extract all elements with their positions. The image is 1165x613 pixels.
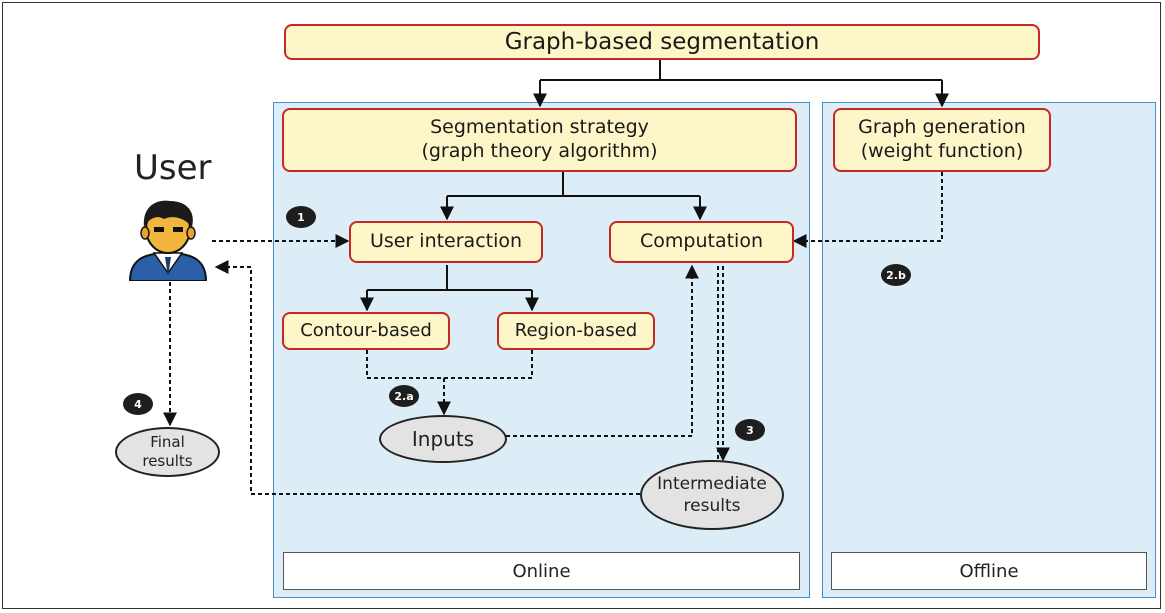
offline-panel xyxy=(822,102,1156,598)
dash-intermediate-to-user xyxy=(214,260,640,495)
contour-based-box: Contour-based xyxy=(282,312,450,350)
step-badge-1: 1 xyxy=(286,206,316,228)
step-badge-4: 4 xyxy=(123,393,153,415)
segmentation-strategy-box: Segmentation strategy (graph theory algo… xyxy=(282,108,797,172)
region-based-box: Region-based xyxy=(497,312,655,350)
inputs-ellipse: Inputs xyxy=(379,415,507,463)
offline-label: Offline xyxy=(831,552,1147,590)
step-badge-2a: 2.a xyxy=(389,385,419,407)
user-label: User xyxy=(134,148,212,188)
computation-box: Computation xyxy=(609,221,794,263)
intermediate-results-ellipse: Intermediate results xyxy=(640,460,784,530)
user-interaction-box: User interaction xyxy=(349,221,543,263)
dash-contour-down xyxy=(366,350,533,379)
final-results-ellipse: Final results xyxy=(115,427,220,477)
step-badge-3: 3 xyxy=(735,419,765,441)
dash-generation-to-computation xyxy=(792,172,943,248)
dash-inputs-to-computation xyxy=(506,264,699,437)
graph-generation-box: Graph generation (weight function) xyxy=(833,108,1051,172)
title-box: Graph-based segmentation xyxy=(284,24,1040,60)
user-avatar-icon xyxy=(124,197,212,282)
step-badge-2b: 2.b xyxy=(881,264,911,286)
online-label: Online xyxy=(283,552,800,590)
